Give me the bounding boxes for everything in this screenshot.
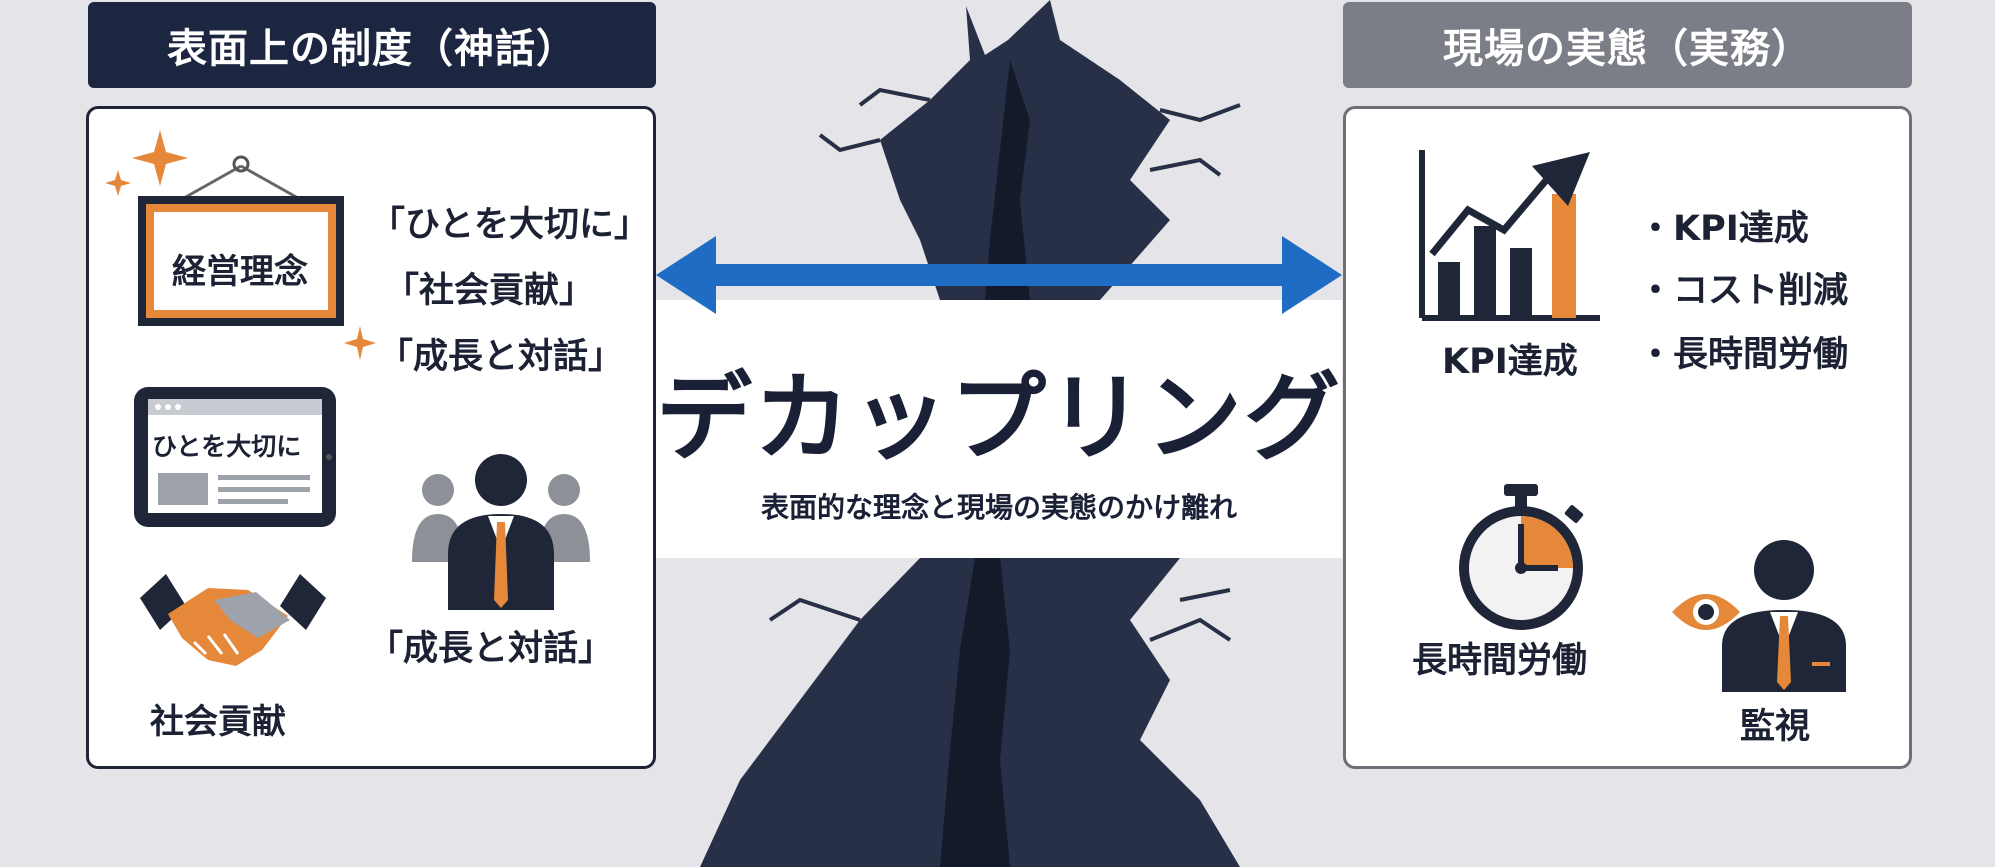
stopwatch-icon bbox=[1459, 484, 1584, 630]
tablet-text: ひとを大切に bbox=[152, 432, 302, 461]
team-label: 「成長と対話」 bbox=[368, 629, 614, 669]
bullet-1: ・KPI達成 bbox=[1638, 209, 1809, 249]
left-header-text: 表面上の制度（神話） bbox=[167, 26, 577, 72]
slogan-1: 「ひとを大切に」 bbox=[370, 205, 649, 245]
philosophy-frame-icon bbox=[138, 155, 344, 326]
subtitle: 表面的な理念と現場の実態のかけ離れ bbox=[760, 491, 1237, 524]
bullet-3: ・長時間労働 bbox=[1638, 335, 1849, 375]
philosophy-label: 経営理念 bbox=[172, 252, 308, 292]
left-header: 表面上の制度（神話） bbox=[88, 2, 656, 88]
tablet-icon bbox=[134, 387, 336, 527]
sparkle-icon bbox=[105, 130, 188, 196]
center-box: デカップリング 表面的な理念と現場の実態のかけ離れ bbox=[656, 300, 1342, 558]
handshake-icon bbox=[140, 574, 326, 666]
team-icon bbox=[412, 454, 590, 610]
slogan-3: 「成長と対話」 bbox=[378, 337, 624, 377]
monitor-label: 監視 bbox=[1740, 707, 1811, 747]
clock-label: 長時間労働 bbox=[1412, 641, 1588, 681]
handshake-label: 社会貢献 bbox=[150, 702, 286, 742]
kpi-chart-icon bbox=[1419, 150, 1600, 321]
main-title: デカップリング bbox=[656, 362, 1342, 474]
kpi-chart-label: KPI達成 bbox=[1442, 342, 1578, 382]
right-header-text: 現場の実態（実務） bbox=[1443, 26, 1812, 72]
double-arrow-icon bbox=[656, 236, 1342, 314]
eye-icon bbox=[1672, 594, 1740, 630]
monitor-person-icon bbox=[1722, 540, 1846, 692]
bullet-2: ・コスト削減 bbox=[1638, 271, 1849, 311]
slogan-2: 「社会貢献」 bbox=[384, 271, 595, 311]
right-header: 現場の実態（実務） bbox=[1343, 2, 1912, 88]
small-sparkle-icon bbox=[344, 326, 376, 360]
